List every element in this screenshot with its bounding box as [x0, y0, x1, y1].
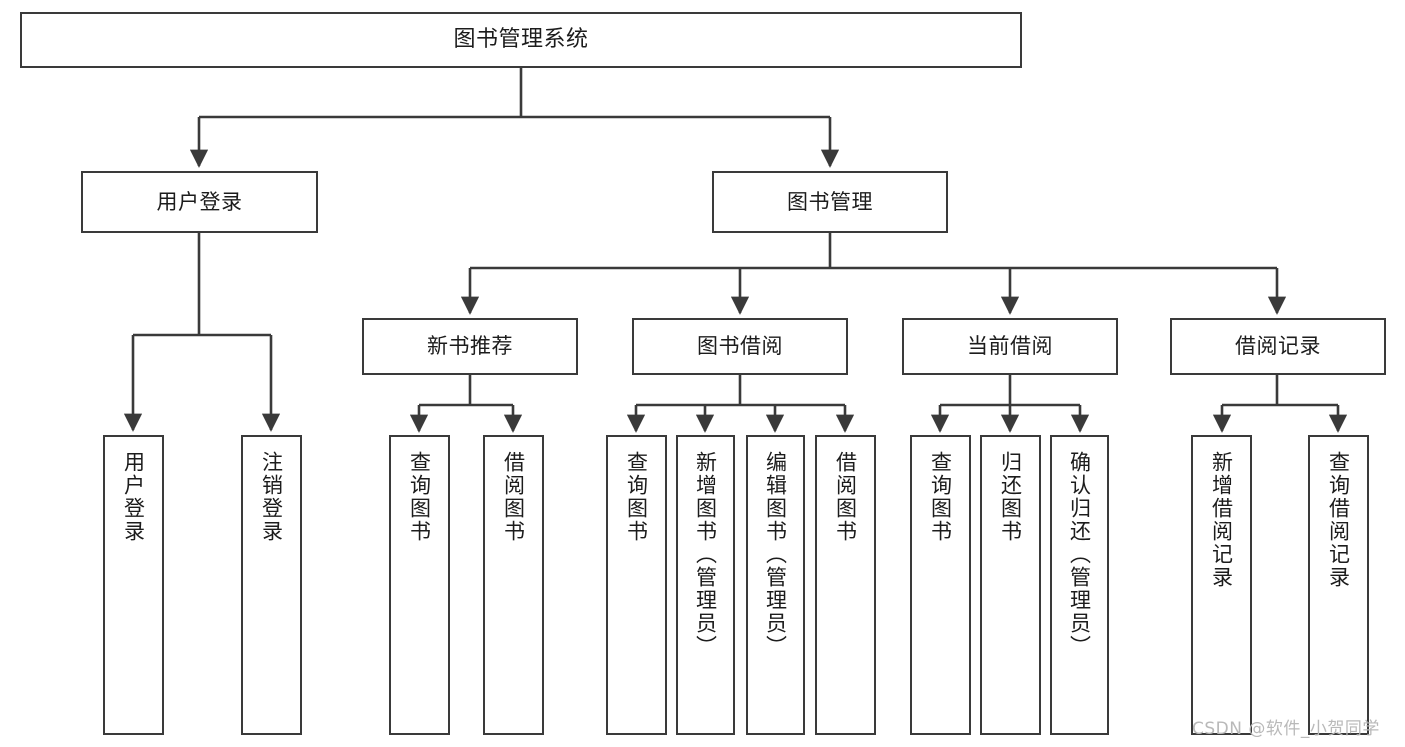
node-user-login[interactable]: 用户登录 — [81, 171, 318, 233]
node-label: 当前借阅 — [967, 334, 1053, 359]
node-leaf-add-record[interactable]: 新增借阅记录 — [1191, 435, 1252, 735]
node-leaf-confirm-return[interactable]: 确认归还（管理员） — [1050, 435, 1109, 735]
node-leaf-borrow-book-1[interactable]: 借阅图书 — [483, 435, 544, 735]
node-label: 用户登录 — [156, 189, 243, 214]
node-leaf-edit-book[interactable]: 编辑图书（管理员） — [746, 435, 805, 735]
node-book-borrow[interactable]: 图书借阅 — [632, 318, 848, 375]
node-leaf-query-record[interactable]: 查询借阅记录 — [1308, 435, 1369, 735]
node-label: 确认归还（管理员） — [1067, 451, 1092, 658]
node-label: 新增借阅记录 — [1209, 451, 1234, 589]
node-label: 图书管理系统 — [453, 27, 589, 53]
node-label: 用户登录 — [121, 451, 146, 543]
node-leaf-borrow-book-2[interactable]: 借阅图书 — [815, 435, 876, 735]
node-leaf-query-book-3[interactable]: 查询图书 — [910, 435, 971, 735]
node-label: 图书借阅 — [697, 334, 783, 359]
csdn-watermark: CSDN @软件_小贺同学 — [1192, 719, 1380, 739]
node-label: 新增图书（管理员） — [693, 451, 718, 658]
node-label: 图书管理 — [787, 189, 873, 214]
node-label: 归还图书 — [998, 451, 1023, 543]
node-book-management-system[interactable]: 图书管理系统 — [20, 12, 1022, 68]
node-label: 编辑图书（管理员） — [763, 451, 788, 658]
node-leaf-logout-login[interactable]: 注销登录 — [241, 435, 302, 735]
node-leaf-add-book[interactable]: 新增图书（管理员） — [676, 435, 735, 735]
node-leaf-query-book-2[interactable]: 查询图书 — [606, 435, 667, 735]
node-leaf-return-book[interactable]: 归还图书 — [980, 435, 1041, 735]
node-label: 借阅记录 — [1235, 334, 1321, 359]
node-label: 新书推荐 — [427, 334, 513, 359]
node-label: 注销登录 — [259, 451, 284, 543]
node-new-book-recommend[interactable]: 新书推荐 — [362, 318, 578, 375]
node-leaf-user-login[interactable]: 用户登录 — [103, 435, 164, 735]
node-leaf-query-book-1[interactable]: 查询图书 — [389, 435, 450, 735]
node-label: 借阅图书 — [501, 451, 526, 543]
node-label: 查询图书 — [624, 451, 649, 543]
node-label: 查询图书 — [928, 451, 953, 543]
node-label: 查询图书 — [407, 451, 432, 543]
node-borrow-record[interactable]: 借阅记录 — [1170, 318, 1386, 375]
node-label: 借阅图书 — [833, 451, 858, 543]
node-label: 查询借阅记录 — [1326, 451, 1351, 589]
node-current-borrow[interactable]: 当前借阅 — [902, 318, 1118, 375]
node-book-management[interactable]: 图书管理 — [712, 171, 948, 233]
